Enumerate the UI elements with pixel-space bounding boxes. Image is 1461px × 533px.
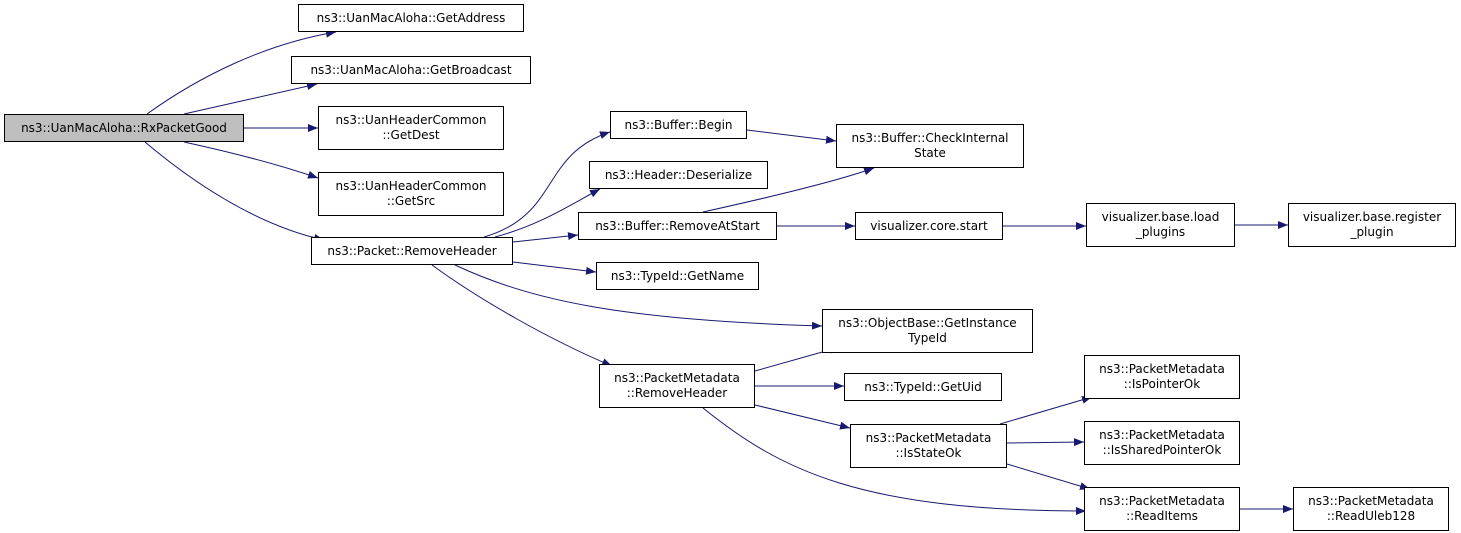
node-typeid-get-uid[interactable]: ns3::TypeId::GetUid (844, 373, 1002, 401)
call-edge-rx_packet_good-to-packet_remove_header (144, 141, 325, 242)
node-label-line: ns3::PacketMetadata (1099, 494, 1225, 508)
node-visualizer-base-register-plugin[interactable]: visualizer.base.register_plugin (1288, 203, 1456, 247)
call-edge-packetmetadata_remove_header-to-packetmetadata_is_state_ok (754, 404, 851, 430)
node-label-line: ns3::Buffer::RemoveAtStart (595, 218, 760, 233)
node-label-line: visualizer.base.register (1302, 210, 1442, 224)
node-label-line: ns3::Packet::RemoveHeader (327, 243, 497, 258)
node-label-line: _plugins (1135, 225, 1186, 239)
node-label-line: ns3::Buffer::CheckInternal (851, 131, 1009, 145)
node-label-line: ::IsStateOk (895, 446, 962, 460)
node-label-line: ns3::UanMacAloha::RxPacketGood (21, 120, 227, 135)
node-label-line: visualizer.base.load (1101, 210, 1220, 224)
node-label-line: ::RemoveHeader (626, 386, 728, 400)
node-packetmetadata-remove-header[interactable]: ns3::PacketMetadata::RemoveHeader (599, 364, 755, 408)
node-packetmetadata-read-items[interactable]: ns3::PacketMetadata::ReadItems (1084, 487, 1240, 531)
node-packetmetadata-read-uleb128[interactable]: ns3::PacketMetadata::ReadUleb128 (1293, 487, 1449, 531)
node-label-line: ns3::PacketMetadata (1308, 494, 1434, 508)
node-label-line: ns3::UanMacAloha::GetBroadcast (310, 62, 512, 77)
node-label-line: ns3::PacketMetadata (1099, 362, 1225, 376)
node-label-line: _plugin (1350, 225, 1394, 239)
call-edge-packetmetadata_is_state_ok-to-packetmetadata_read_items (1006, 463, 1091, 490)
node-packetmetadata-is-shared-pointer-ok[interactable]: ns3::PacketMetadata::IsSharedPointerOk (1084, 421, 1240, 465)
node-label-line: ns3::UanHeaderCommon (335, 179, 487, 193)
node-visualizer-base-load-plugins[interactable]: visualizer.base.load_plugins (1086, 203, 1235, 247)
node-header-deserialize[interactable]: ns3::Header::Deserialize (589, 161, 768, 189)
node-buffer-remove-at-start[interactable]: ns3::Buffer::RemoveAtStart (578, 212, 777, 240)
node-visualizer-core-start[interactable]: visualizer.core.start (855, 212, 1003, 240)
node-label-line: ns3::PacketMetadata (1099, 428, 1225, 442)
call-edge-buffer_begin-to-buffer_check_internal_state (746, 129, 837, 144)
call-edge-buffer_remove_at_start-to-buffer_check_internal_state (702, 167, 875, 213)
node-label-line: visualizer.core.start (870, 218, 988, 233)
node-label-line: ns3::PacketMetadata (614, 371, 740, 385)
call-edge-packet_remove_header-to-buffer_remove_at_start (512, 232, 579, 243)
node-label-line: TypeId (908, 331, 947, 345)
node-get-dest[interactable]: ns3::UanHeaderCommon::GetDest (318, 106, 504, 150)
call-edge-packet_remove_header-to-header_deserialize (494, 188, 601, 238)
node-label-line: ::GetDest (382, 128, 440, 142)
node-packetmetadata-is-state-ok[interactable]: ns3::PacketMetadata::IsStateOk (850, 424, 1007, 468)
node-label-line: ns3::Buffer::Begin (624, 117, 733, 132)
node-label-line: State (914, 146, 946, 160)
node-label-line: ns3::UanHeaderCommon (335, 113, 487, 127)
node-label-line: ::GetSrc (386, 194, 436, 208)
call-edge-packetmetadata_is_state_ok-to-packetmetadata_is_pointer_ok (999, 395, 1093, 425)
call-edge-packet_remove_header-to-buffer_begin (483, 131, 611, 238)
node-buffer-begin[interactable]: ns3::Buffer::Begin (610, 111, 747, 139)
node-label-line: ns3::ObjectBase::GetInstance (838, 316, 1017, 330)
node-get-src[interactable]: ns3::UanHeaderCommon::GetSrc (318, 172, 504, 216)
node-label-line: ns3::Header::Deserialize (604, 167, 753, 182)
call-edge-packetmetadata_remove_header-to-packetmetadata_read_items (702, 407, 1087, 515)
call-edge-packet_remove_header-to-typeid_get_name (512, 261, 597, 275)
node-label-line: ns3::TypeId::GetName (610, 268, 745, 283)
node-get-broadcast[interactable]: ns3::UanMacAloha::GetBroadcast (291, 56, 531, 84)
node-typeid-get-name[interactable]: ns3::TypeId::GetName (596, 262, 759, 290)
call-edge-packetmetadata_is_state_ok-to-packetmetadata_is_shared_pointer_ok (1006, 438, 1085, 447)
node-label-line: ns3::UanMacAloha::GetAddress (316, 10, 506, 25)
call-edge-rx_packet_good-to-get_broadcast (183, 82, 318, 115)
node-packetmetadata-is-pointer-ok[interactable]: ns3::PacketMetadata::IsPointerOk (1084, 355, 1240, 399)
node-label-line: ns3::PacketMetadata (865, 431, 992, 445)
node-label-line: ::IsPointerOk (1123, 377, 1201, 391)
node-label-line: ns3::TypeId::GetUid (864, 379, 982, 394)
node-packet-remove-header[interactable]: ns3::Packet::RemoveHeader (311, 237, 513, 265)
call-edge-rx_packet_good-to-get_address (146, 29, 337, 115)
node-label-line: ::ReadItems (1126, 509, 1198, 523)
node-rx-packet-good[interactable]: ns3::UanMacAloha::RxPacketGood (4, 114, 244, 142)
call-edge-rx_packet_good-to-get_src (183, 141, 319, 179)
node-get-address[interactable]: ns3::UanMacAloha::GetAddress (298, 4, 524, 32)
node-label-line: ::IsSharedPointerOk (1102, 443, 1222, 457)
call-edge-packet_remove_header-to-objectbase_get_instance_typeid (454, 264, 823, 330)
call-edge-packet_remove_header-to-packetmetadata_remove_header (431, 264, 613, 367)
node-label-line: ::ReadUleb128 (1326, 509, 1416, 523)
